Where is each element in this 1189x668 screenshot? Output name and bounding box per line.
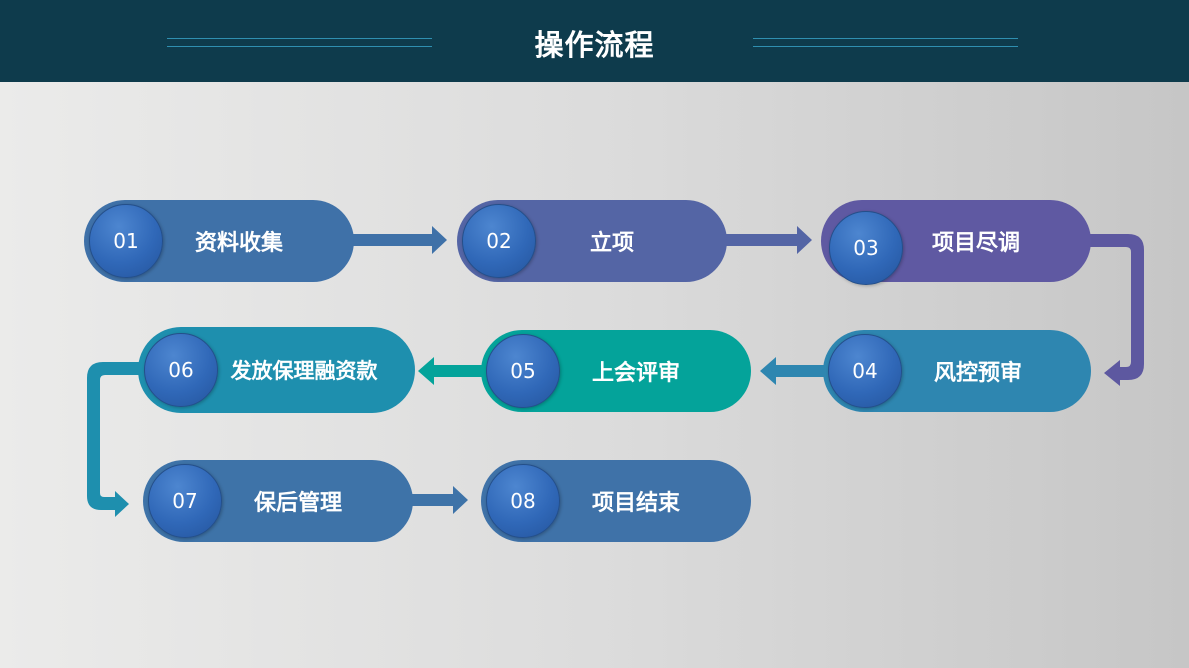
step-label: 上会评审	[591, 361, 680, 386]
step-label: 风控预审	[933, 361, 1022, 386]
arrow-07-08	[408, 486, 468, 514]
arrow-05-06	[418, 357, 485, 385]
arrow-06-07	[87, 362, 142, 517]
step-06: 06 发放保理融资款	[138, 327, 415, 413]
step-label: 资料收集	[194, 231, 283, 256]
step-number: 03	[829, 211, 903, 285]
step-label: 发放保理融资款	[230, 359, 378, 383]
step-number: 07	[148, 464, 222, 538]
step-number: 02	[462, 204, 536, 278]
step-number: 06	[144, 333, 218, 407]
arrow-03-04	[1088, 234, 1144, 386]
step-label: 保后管理	[253, 491, 342, 516]
step-03: 03 项目尽调	[821, 200, 1091, 285]
step-number: 01	[89, 204, 163, 278]
step-02: 02 立项	[457, 200, 727, 282]
step-07: 07 保后管理	[143, 460, 413, 542]
header-decor-line-right	[753, 38, 1018, 47]
step-number: 04	[828, 334, 902, 408]
header-bar: 操作流程	[0, 0, 1189, 82]
step-label: 立项	[589, 231, 634, 256]
step-label: 项目结束	[591, 491, 680, 516]
step-label: 项目尽调	[931, 231, 1020, 256]
step-04: 04 风控预审	[823, 330, 1091, 412]
step-number: 05	[486, 334, 560, 408]
step-number: 08	[486, 464, 560, 538]
step-01: 01 资料收集	[84, 200, 354, 282]
arrow-02-03	[723, 226, 812, 254]
step-05: 05 上会评审	[481, 330, 751, 412]
page-title: 操作流程	[534, 28, 655, 62]
header-decor-line-left	[167, 38, 432, 47]
arrow-04-05	[760, 357, 825, 385]
arrow-01-02	[350, 226, 447, 254]
step-08: 08 项目结束	[481, 460, 751, 542]
